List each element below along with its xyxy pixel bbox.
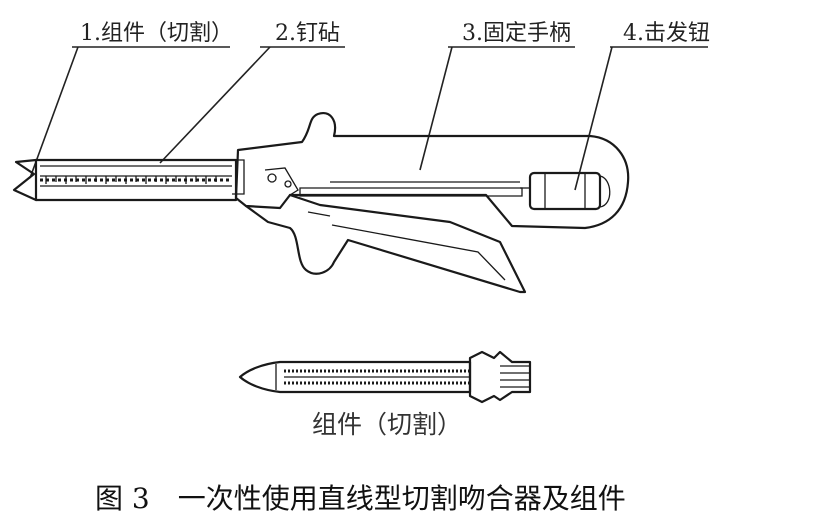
callout-part4: 4.击发钮 (574, 21, 710, 191)
label-component-cutting: 1.组件（切割） (80, 21, 233, 46)
label-firing-button: 4.击发钮 (623, 21, 710, 46)
component-label: 组件（切割） (312, 410, 462, 439)
lever-outline (244, 193, 527, 294)
leader-line-part4 (574, 46, 613, 191)
component-connector (468, 350, 532, 404)
leader-line-part3 (419, 46, 453, 171)
figure-caption: 图 3 一次性使用直线型切割吻合器及组件 (95, 482, 626, 515)
jaw-cartridge (34, 158, 238, 202)
callout-part2: 2.钉砧 (159, 21, 345, 164)
callout-part1: 1.组件（切割） (29, 21, 233, 179)
component-detail (238, 350, 532, 404)
fixed-handle-outline (234, 112, 630, 230)
callout-part3: 3.固定手柄 (419, 21, 575, 171)
firing-button-shape (528, 171, 602, 211)
leader-line-part2 (159, 46, 271, 164)
component-outline (238, 360, 472, 394)
stapler-body (12, 112, 630, 294)
label-anvil: 2.钉砧 (275, 21, 340, 46)
jaw-tip (12, 158, 38, 202)
label-fixed-handle: 3.固定手柄 (462, 21, 571, 46)
leader-line-part1 (29, 46, 79, 179)
